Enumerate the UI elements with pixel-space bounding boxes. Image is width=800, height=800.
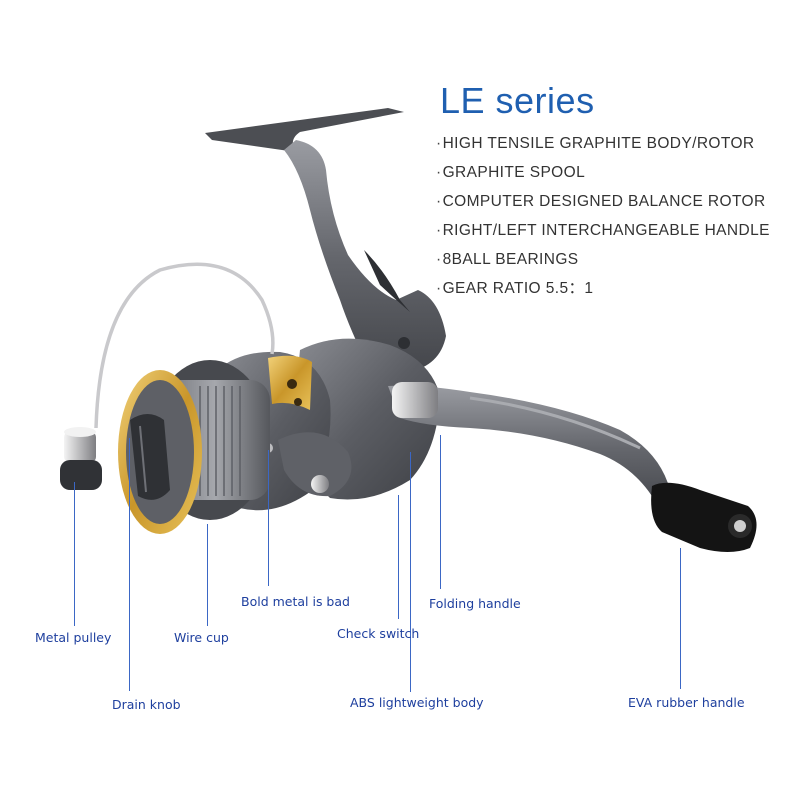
series-title: LE series bbox=[440, 80, 595, 121]
folding-handle-label: Folding handle bbox=[429, 596, 521, 611]
handle-arm bbox=[388, 385, 670, 510]
reel-stem bbox=[284, 140, 446, 372]
abs-body-label: ABS lightweight body bbox=[350, 695, 484, 710]
check-switch-leader bbox=[398, 495, 400, 619]
bail-arm bbox=[278, 432, 352, 497]
feature-item: GRAPHITE SPOOL bbox=[436, 163, 770, 192]
drain-knob-label: Drain knob bbox=[112, 697, 181, 712]
feature-list: HIGH TENSILE GRAPHITE BODY/ROTOR GRAPHIT… bbox=[436, 134, 770, 308]
feature-item: COMPUTER DESIGNED BALANCE ROTOR bbox=[436, 192, 770, 221]
eva-handle-label: EVA rubber handle bbox=[628, 695, 745, 710]
bold-metal-label: Bold metal is bad bbox=[241, 594, 350, 609]
folding-handle-leader bbox=[440, 435, 442, 589]
feature-item: GEAR RATIO 5.5：1 bbox=[436, 279, 770, 308]
eva-knob bbox=[651, 482, 757, 552]
folding-joint bbox=[392, 382, 438, 418]
body-screw bbox=[398, 337, 410, 349]
feature-item: RIGHT/LEFT INTERCHANGEABLE HANDLE bbox=[436, 221, 770, 250]
abs-body-leader bbox=[410, 452, 412, 692]
bail-wire bbox=[94, 262, 275, 429]
feature-item: 8BALL BEARINGS bbox=[436, 250, 770, 279]
bail-screw bbox=[311, 475, 329, 493]
feature-item: HIGH TENSILE GRAPHITE BODY/ROTOR bbox=[436, 134, 770, 163]
wire-cup-label: Wire cup bbox=[174, 630, 229, 645]
stem-slot bbox=[364, 250, 410, 312]
wire-cup-leader bbox=[207, 524, 209, 626]
line-roller bbox=[64, 432, 96, 462]
drain-knob-leader bbox=[129, 438, 131, 691]
reel-foot bbox=[205, 108, 404, 152]
eva-handle-leader bbox=[680, 548, 682, 689]
metal-pulley-label: Metal pulley bbox=[35, 630, 112, 645]
check-switch-label: Check switch bbox=[337, 626, 420, 641]
metal-pulley-leader bbox=[74, 482, 76, 626]
bold-metal-leader bbox=[268, 450, 270, 586]
